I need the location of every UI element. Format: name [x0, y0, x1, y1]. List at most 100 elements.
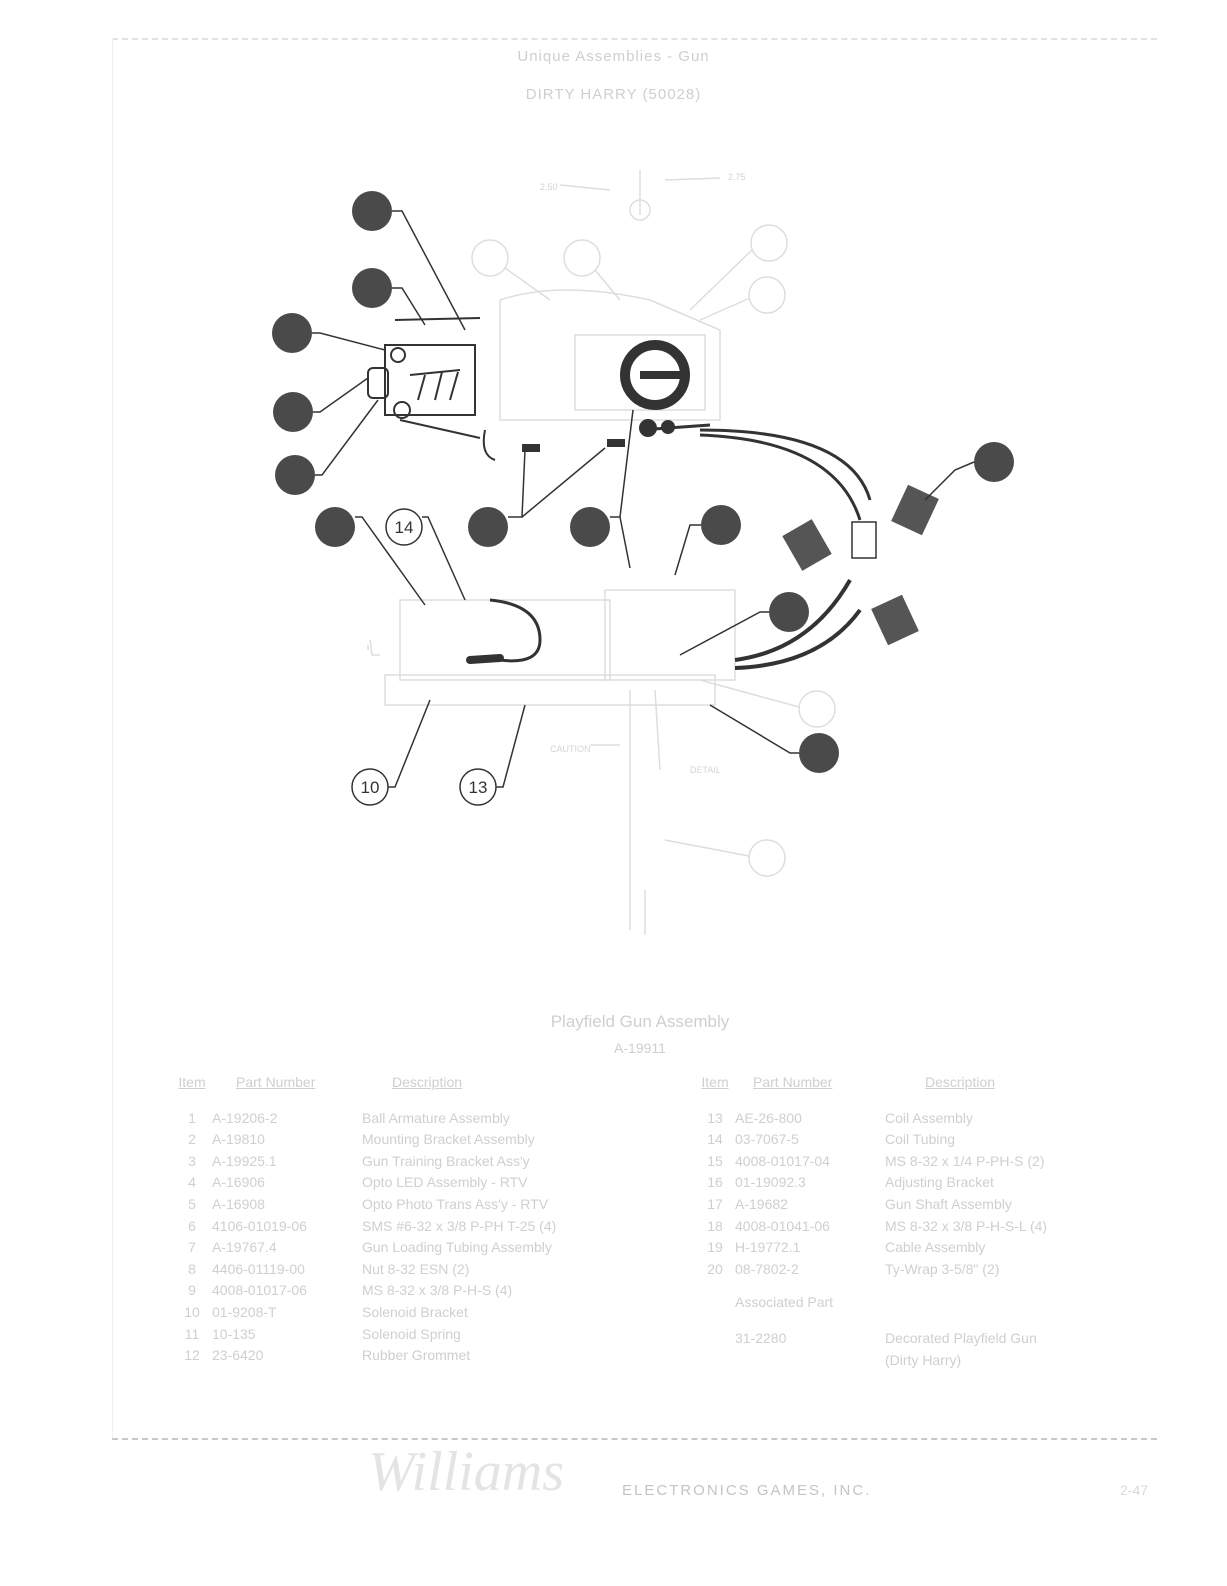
- callout-marker: [315, 507, 355, 547]
- part-description: Coil Tubing: [885, 1131, 956, 1148]
- part-description: Rubber Grommet: [362, 1347, 471, 1364]
- part-number: 4008-01017-04: [735, 1152, 830, 1169]
- detail-label: DETAIL: [690, 765, 721, 775]
- part-number: 4008-01017-06: [212, 1282, 307, 1299]
- part-description: Ty-Wrap 3-5/8" (2): [885, 1260, 1000, 1277]
- part-number: A-19682: [735, 1195, 788, 1212]
- table-header: Item Part Number Description: [695, 1072, 1185, 1094]
- item-number: 13: [707, 1109, 723, 1126]
- header-item: Item: [178, 1074, 206, 1090]
- dark-linework: [367, 317, 872, 670]
- white-connector: [851, 521, 877, 559]
- page-border-top: [112, 38, 1157, 40]
- callout-marker: [769, 592, 809, 632]
- item-number: 10: [184, 1303, 200, 1320]
- table-row: 10 01-9208-T Solenoid Bracket: [172, 1302, 652, 1324]
- item-number: 3: [188, 1152, 196, 1169]
- callout-13: 13: [469, 778, 488, 797]
- part-description: Cable Assembly: [885, 1239, 986, 1256]
- page-border-left: [112, 38, 113, 1438]
- part-description: Solenoid Spring: [362, 1325, 461, 1342]
- callout-marker: [974, 442, 1014, 482]
- part-number: 08-7802-2: [735, 1260, 799, 1277]
- part-description: Nut 8-32 ESN (2): [362, 1260, 470, 1277]
- part-number: 4008-01041-06: [735, 1217, 830, 1234]
- callout-marker: [468, 507, 508, 547]
- dimension-label: 2.75: [728, 172, 746, 182]
- connectors: [782, 484, 939, 646]
- callout-marker: [275, 455, 315, 495]
- associated-part-desc-2: (Dirty Harry): [885, 1351, 962, 1368]
- assembly-name: Playfield Gun Assembly: [550, 1012, 730, 1031]
- part-number: 4106-01019-06: [212, 1217, 307, 1234]
- part-number: 4406-01119-00: [212, 1260, 305, 1277]
- caution-label: CAUTION: [550, 744, 591, 754]
- assembly-number: A-19911: [614, 1040, 666, 1056]
- item-number: 11: [184, 1325, 200, 1342]
- part-number: A-19767.4: [212, 1239, 277, 1256]
- callout-14: 14: [395, 518, 414, 537]
- item-number: 12: [184, 1347, 200, 1364]
- table-row: 13 AE-26-800 Coil Assembly: [695, 1108, 1185, 1130]
- associated-part-row: 31-2280 Decorated Playfield Gun: [695, 1328, 1185, 1350]
- header-part: Part Number: [236, 1074, 316, 1090]
- table-row: 9 4008-01017-06 MS 8-32 x 3/8 P-H-S (4): [172, 1280, 652, 1302]
- callout-10: 10: [361, 778, 380, 797]
- callout-marker: [799, 733, 839, 773]
- callout-marker: [272, 313, 312, 353]
- item-number: 16: [707, 1174, 723, 1191]
- part-description: MS 8-32 x 1/4 P-PH-S (2): [885, 1152, 1045, 1169]
- table-row: 6 4106-01019-06 SMS #6-32 x 3/8 P-PH T-25 …: [172, 1216, 652, 1238]
- part-number: AE-26-800: [735, 1109, 802, 1126]
- item-number: 1: [188, 1109, 196, 1126]
- item-number: 7: [188, 1239, 196, 1256]
- part-description: Adjusting Bracket: [885, 1174, 994, 1191]
- part-description: Coil Assembly: [885, 1109, 973, 1126]
- item-number: 19: [707, 1239, 723, 1256]
- faint-linework: [367, 170, 836, 935]
- item-number: 6: [188, 1217, 196, 1234]
- part-number: 01-9208-T: [212, 1303, 277, 1320]
- item-number: 18: [707, 1217, 723, 1234]
- filled-callouts: [272, 191, 1014, 773]
- associated-part-row-2: (Dirty Harry): [695, 1350, 1185, 1372]
- part-description: MS 8-32 x 3/8 P-H-S (4): [362, 1282, 513, 1299]
- table-row: 11 10-135 Solenoid Spring: [172, 1324, 652, 1346]
- game-title: DIRTY HARRY (50028): [525, 86, 702, 103]
- part-number: 03-7067-5: [735, 1131, 799, 1148]
- item-number: 2: [188, 1131, 196, 1148]
- part-number: A-19206-2: [212, 1109, 278, 1126]
- part-description: Solenoid Bracket: [362, 1303, 468, 1320]
- callout-marker: [273, 392, 313, 432]
- item-number: 9: [188, 1282, 196, 1299]
- numbered-callouts: [351, 508, 497, 806]
- part-description: Opto Photo Trans Ass'y - RTV: [362, 1195, 549, 1212]
- leader-lines: [312, 210, 975, 788]
- item-number: 17: [707, 1195, 723, 1212]
- section-title: Unique Assemblies - Gun: [517, 48, 710, 65]
- associated-part-desc: Decorated Playfield Gun: [885, 1329, 1037, 1346]
- gun-assembly-diagram: 14 10 13 2.50 2.75 CAUTION DETAIL: [272, 170, 1014, 935]
- associated-label: Associated Part: [735, 1294, 834, 1311]
- page-number: 2-47: [1120, 1482, 1149, 1498]
- item-number: 5: [188, 1195, 196, 1212]
- item-number: 4: [188, 1174, 196, 1191]
- company-name: ELECTRONICS GAMES, INC.: [622, 1482, 872, 1499]
- part-number: 10-135: [212, 1325, 256, 1342]
- callout-marker: [570, 507, 610, 547]
- associated-part-heading: Associated Part: [695, 1292, 1185, 1314]
- part-description: SMS #6-32 x 3/8 P-PH T-25 (4): [362, 1217, 557, 1234]
